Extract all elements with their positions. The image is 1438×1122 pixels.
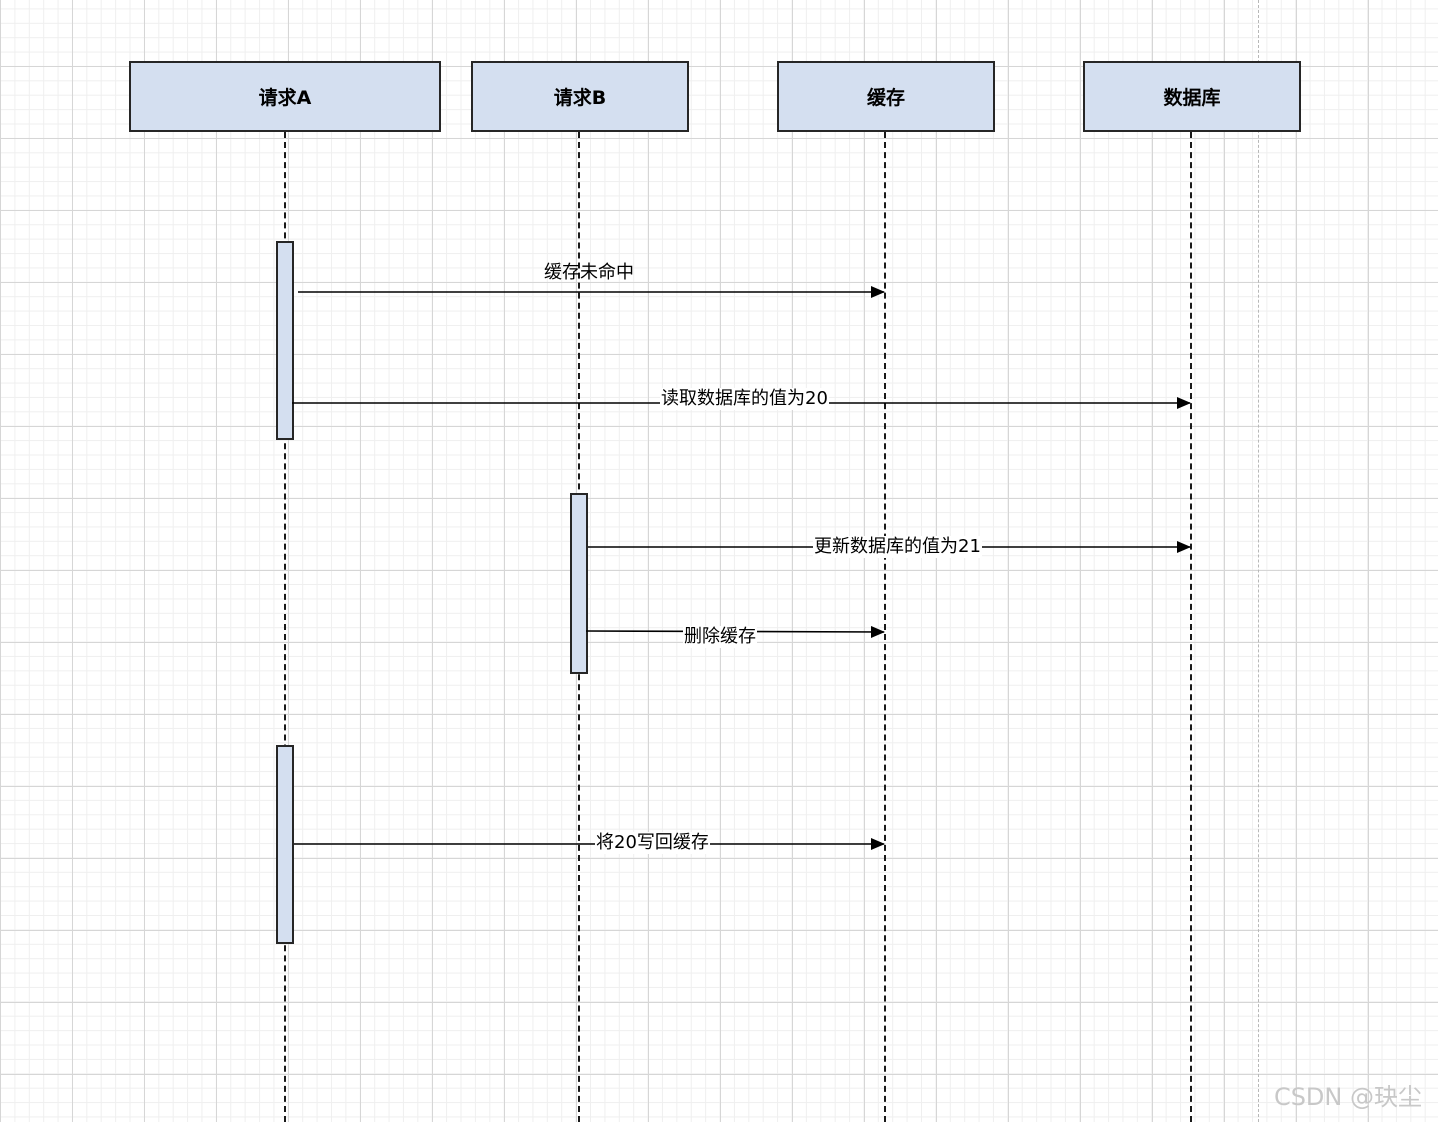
lifeline-database [1190, 132, 1192, 1122]
label-write-back: 将20写回缓存 [595, 832, 710, 854]
participant-request-a[interactable]: 请求A [129, 61, 441, 132]
lifeline-cache [884, 132, 886, 1122]
label-update-db: 更新数据库的值为21 [813, 536, 982, 558]
activation-request-a-2[interactable] [276, 745, 294, 944]
participant-request-b[interactable]: 请求B [471, 61, 689, 132]
label-delete-cache: 删除缓存 [683, 626, 757, 648]
watermark: CSDN @玦尘 [1273, 1083, 1422, 1111]
label-read-db: 读取数据库的值为20 [660, 388, 829, 410]
participant-cache[interactable]: 缓存 [777, 61, 995, 132]
page-boundary [1258, 0, 1259, 1122]
participant-database[interactable]: 数据库 [1083, 61, 1301, 132]
label-cache-miss: 缓存未命中 [544, 262, 634, 283]
activation-request-b[interactable] [570, 493, 588, 674]
activation-request-a-1[interactable] [276, 241, 294, 440]
lifeline-request-a [284, 132, 286, 1122]
